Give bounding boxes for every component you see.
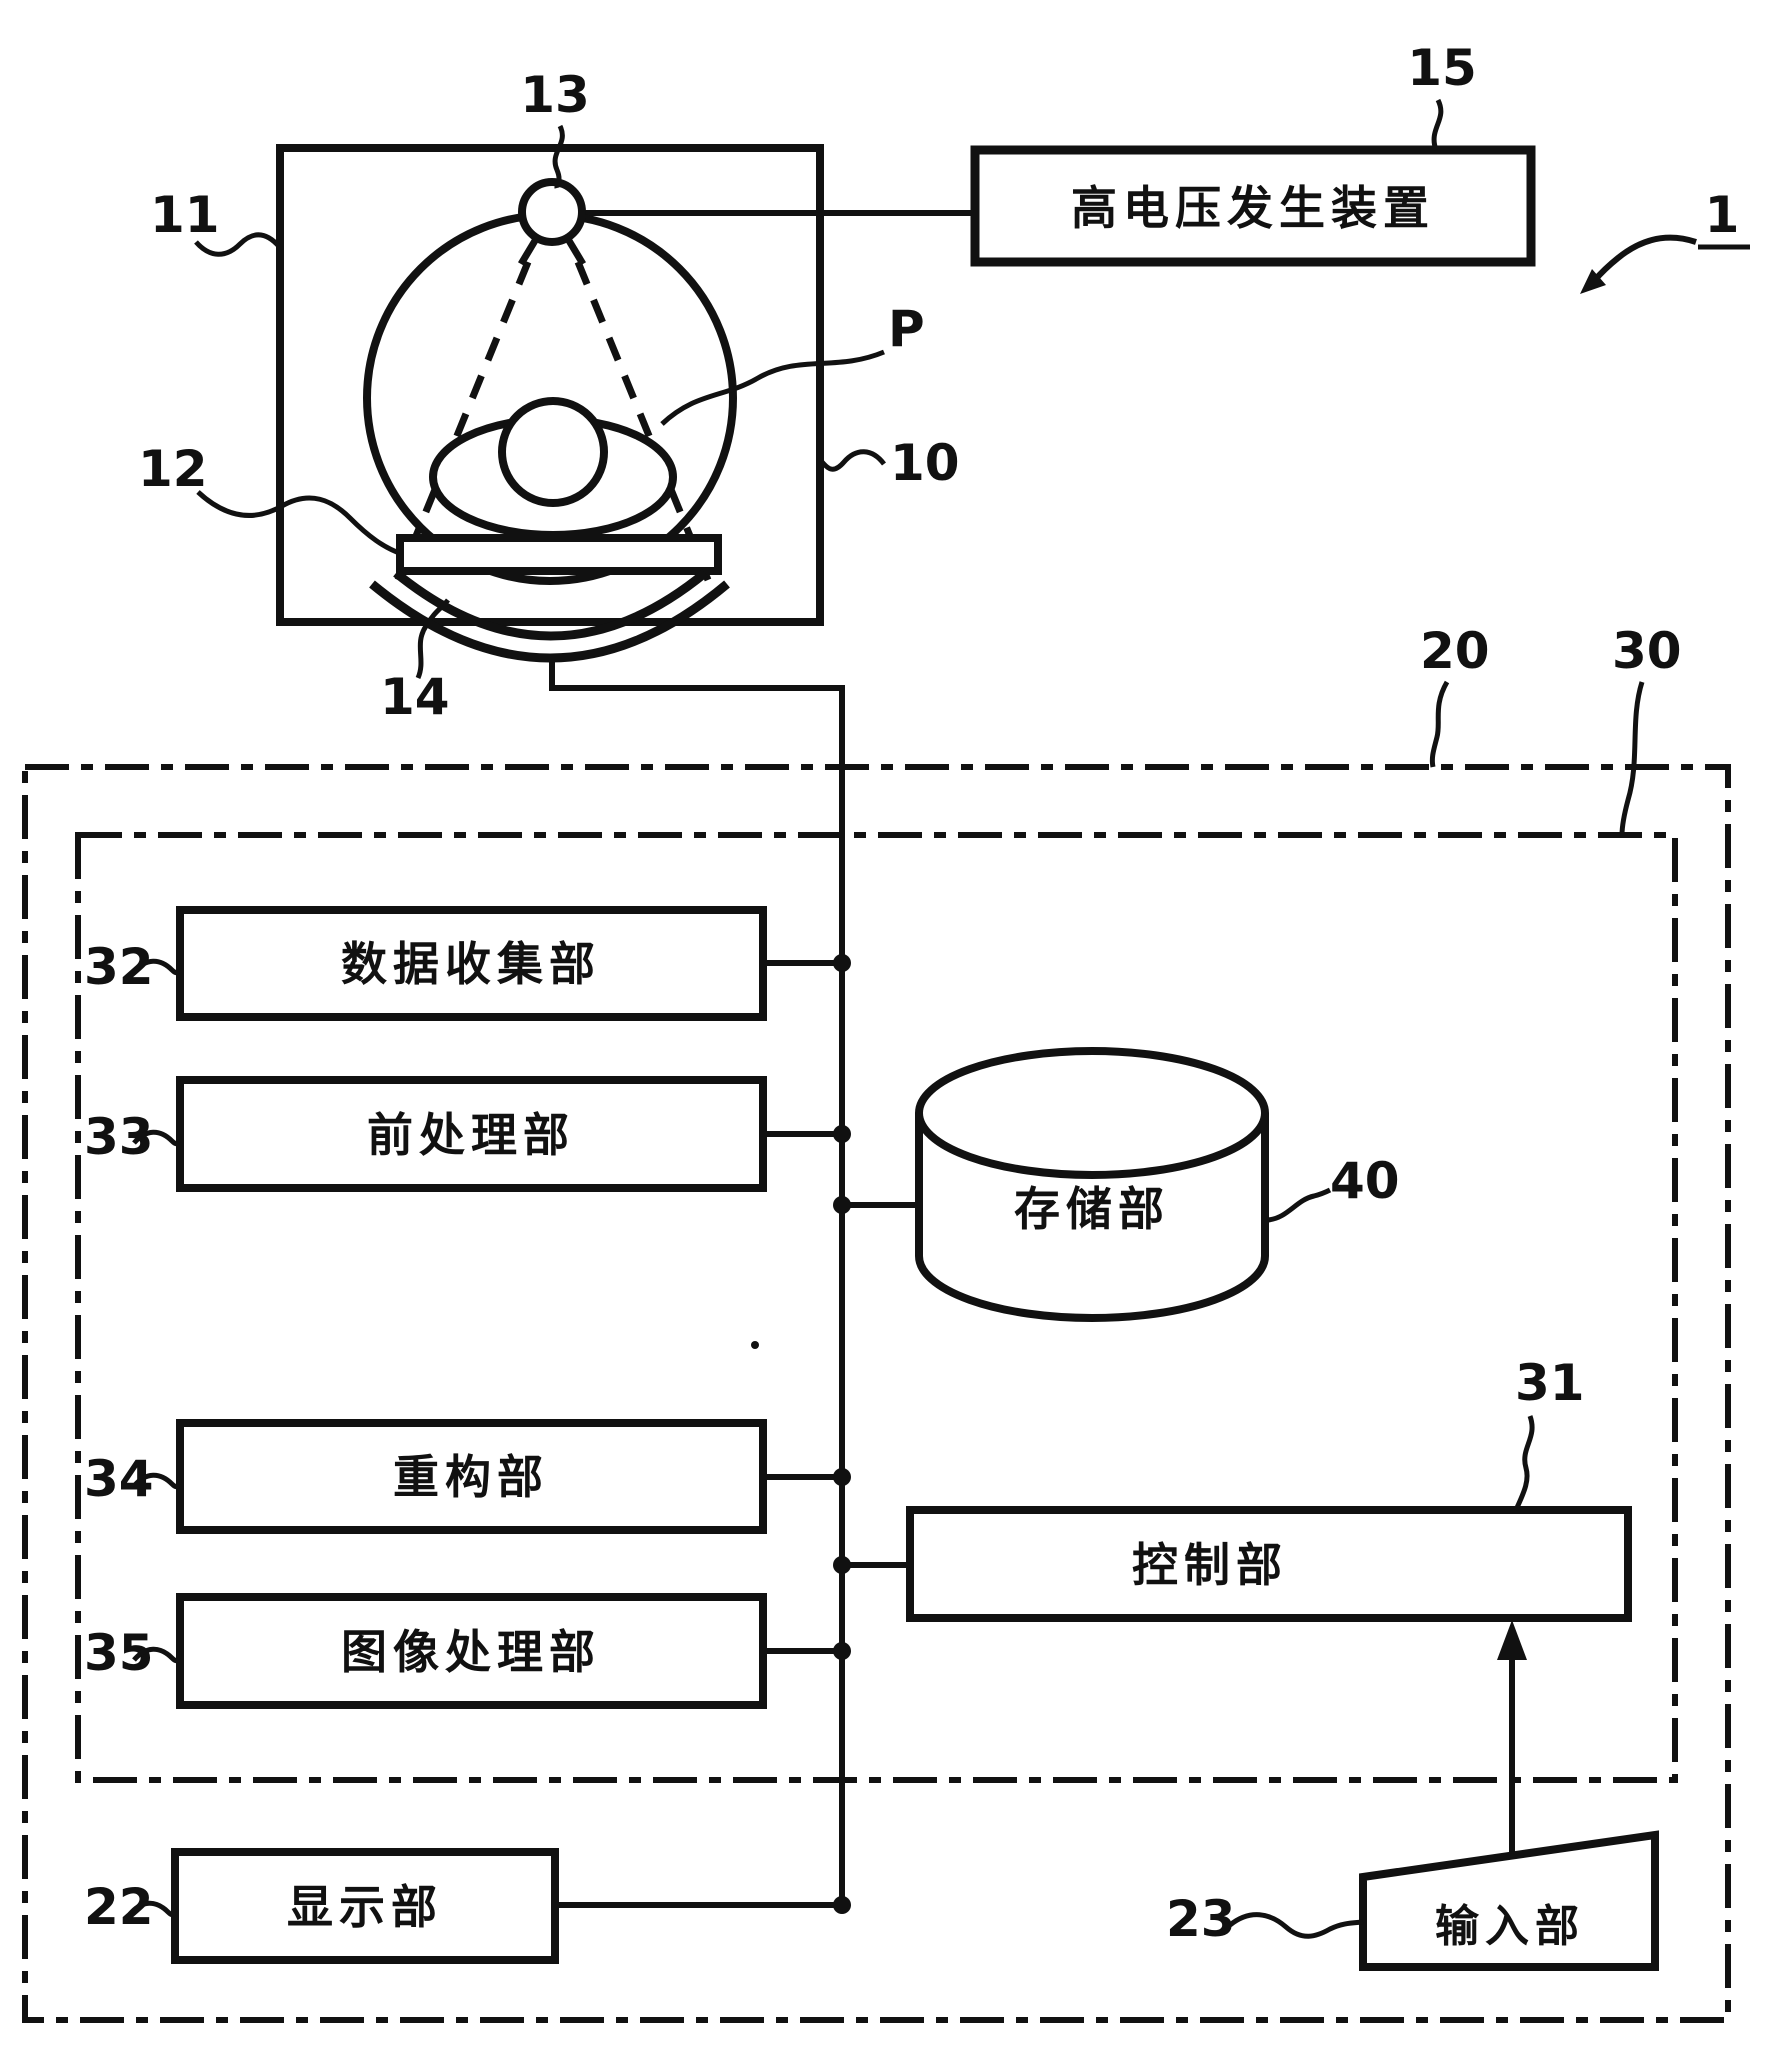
leader-14 [415,598,450,680]
reconstruction-label: 重构部 [393,1451,549,1503]
beam-edge-left [394,260,532,582]
leader-34 [132,1472,183,1490]
reconstruction-box [176,1419,767,1534]
tube-leg-left [517,237,540,266]
preprocessing-label: 前处理部 [367,1109,575,1161]
ref-31: 31 [1515,1354,1585,1412]
leader-10 [820,449,886,472]
system-arrowhead [1580,269,1606,294]
junction-dot [833,1196,851,1214]
leader-30 [1619,681,1645,836]
leader-20 [1429,680,1450,768]
gantry-box [276,144,824,626]
hv-generator-label: 高电压发生装置 [1071,182,1435,234]
junction-dot [833,954,851,972]
tube-leg-right [564,237,587,266]
leader-P [660,349,885,426]
ref-40: 40 [1330,1152,1400,1210]
data-collection-box [176,906,767,1021]
ref-P: P [888,300,925,358]
leader-40 [1267,1187,1332,1223]
input-label: 输入部 [1435,1902,1585,1951]
leader-22 [128,1900,178,1918]
ref-23: 23 [1166,1890,1236,1948]
patient-table [396,534,722,575]
ref-10: 10 [890,434,960,492]
arrowhead-up [1497,1620,1527,1660]
storage-label: 存储部 [1014,1183,1170,1235]
leader-35 [132,1646,183,1664]
ref-15: 15 [1407,39,1477,97]
stray-dot [751,1341,759,1349]
ref-14: 14 [380,668,450,726]
processor-dashed-box [75,832,1678,1783]
detector-to-bus-line [549,658,845,1905]
leader-15 [1431,98,1444,151]
junction-dot [833,1896,851,1914]
beam-edge-right [574,260,712,582]
image-processing-box [176,1593,767,1709]
leader-32 [132,958,183,976]
input-trapezoid [1359,1830,1659,1971]
junction-dot [833,1556,851,1574]
hv-generator-box [970,145,1536,267]
detector-arc-outer [369,580,730,663]
detector-arc-inner [393,569,708,641]
ref-12: 12 [138,440,208,498]
display-label: 显示部 [287,1881,443,1933]
image-processing-label: 图像处理部 [341,1626,601,1678]
junction-dot [833,1125,851,1143]
ref-13: 13 [520,66,590,124]
system-arrow-shaft [1591,234,1697,283]
control-box [906,1506,1632,1622]
storage-cylinder-top [915,1047,1269,1179]
preprocessing-box [176,1076,767,1192]
leader-12 [196,490,403,557]
ref-1: 1 [1705,186,1740,244]
leader-11 [194,232,284,257]
leader-23 [1228,1912,1364,1939]
xray-tube-circle [518,178,586,246]
console-dashed-box [22,764,1731,2023]
control-label: 控制部 [1132,1539,1288,1591]
data-collection-label: 数据收集部 [341,938,601,990]
ref-20: 20 [1420,622,1490,680]
leader-33 [132,1129,183,1147]
leader-31 [1513,1415,1535,1511]
patient-head-circle [498,397,608,507]
ref-30: 30 [1612,622,1682,680]
ref-11: 11 [150,186,220,244]
junction-dot [833,1468,851,1486]
junction-dot [833,1642,851,1660]
leader-13 [552,124,565,189]
